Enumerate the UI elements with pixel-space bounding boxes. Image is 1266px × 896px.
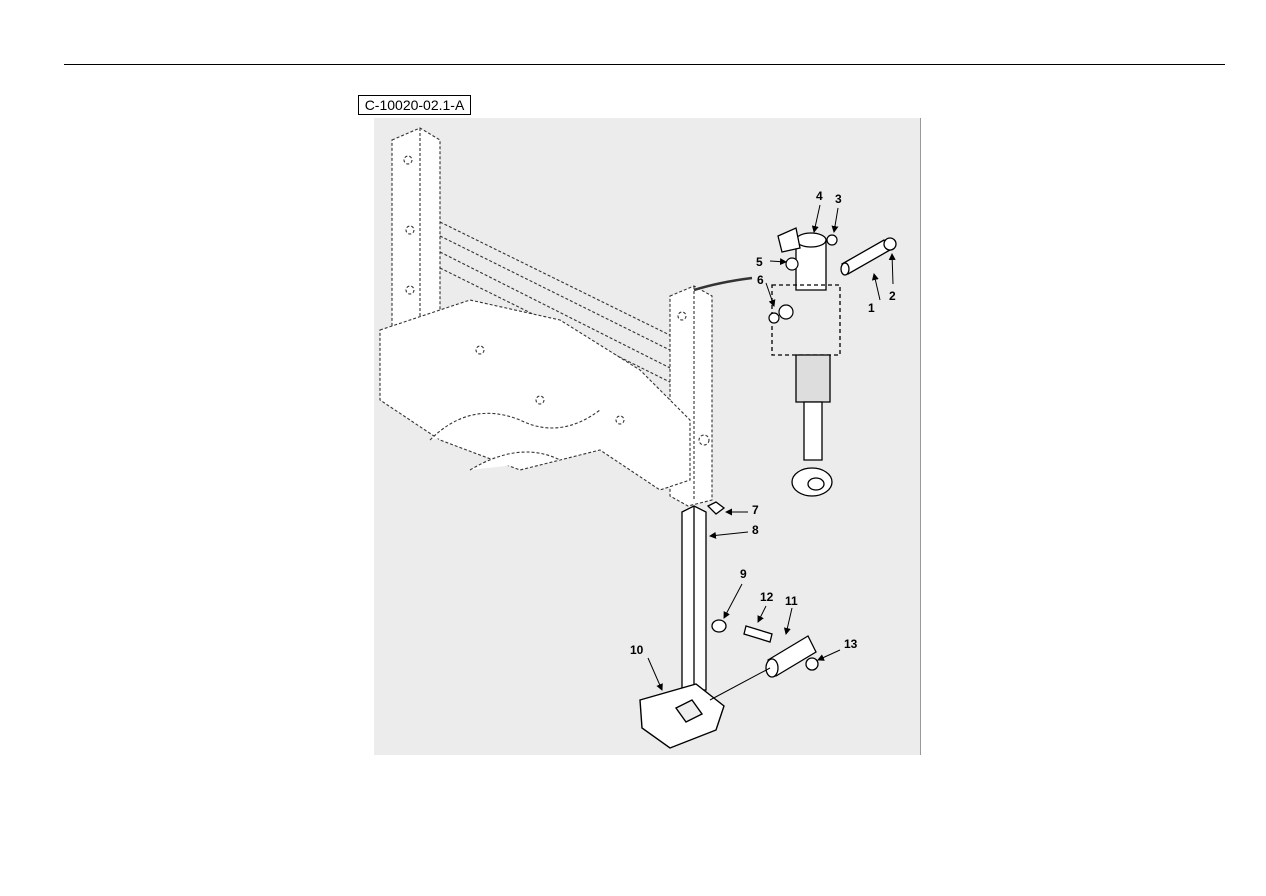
callout-13: 13: [844, 637, 858, 651]
callout-12: 12: [760, 590, 774, 604]
callout-4: 4: [816, 189, 823, 203]
figure-id-label: C-10020-02.1-A: [358, 95, 471, 115]
callout-2: 2: [889, 289, 896, 303]
callout-3: 3: [835, 192, 842, 206]
callout-9: 9: [740, 567, 747, 581]
support-tube: [681, 501, 726, 691]
header-rule: [64, 64, 1225, 65]
callout-7: 7: [752, 503, 759, 517]
hardware-9-11-12-13: [709, 619, 819, 701]
foot-pad: [639, 683, 725, 749]
callout-6: 6: [757, 273, 764, 287]
fittings-3-5-6: [768, 234, 838, 324]
pin-and-clip: [840, 237, 897, 276]
margin-rule: [920, 118, 921, 755]
callout-10: 10: [630, 643, 644, 657]
frame-lower-body: [379, 299, 691, 491]
callout-5: 5: [756, 255, 763, 269]
frame-left-post: [391, 127, 441, 341]
leader-lines: [647, 204, 896, 691]
callout-8: 8: [752, 523, 759, 537]
lift-cylinder: [771, 227, 841, 497]
callout-11: 11: [785, 594, 798, 608]
callout-labels: 1 2 3 4 5 6 7 8 9 10 11 12 13: [630, 189, 896, 657]
frame-cross-beam: [439, 221, 691, 393]
callout-1: 1: [868, 301, 875, 315]
